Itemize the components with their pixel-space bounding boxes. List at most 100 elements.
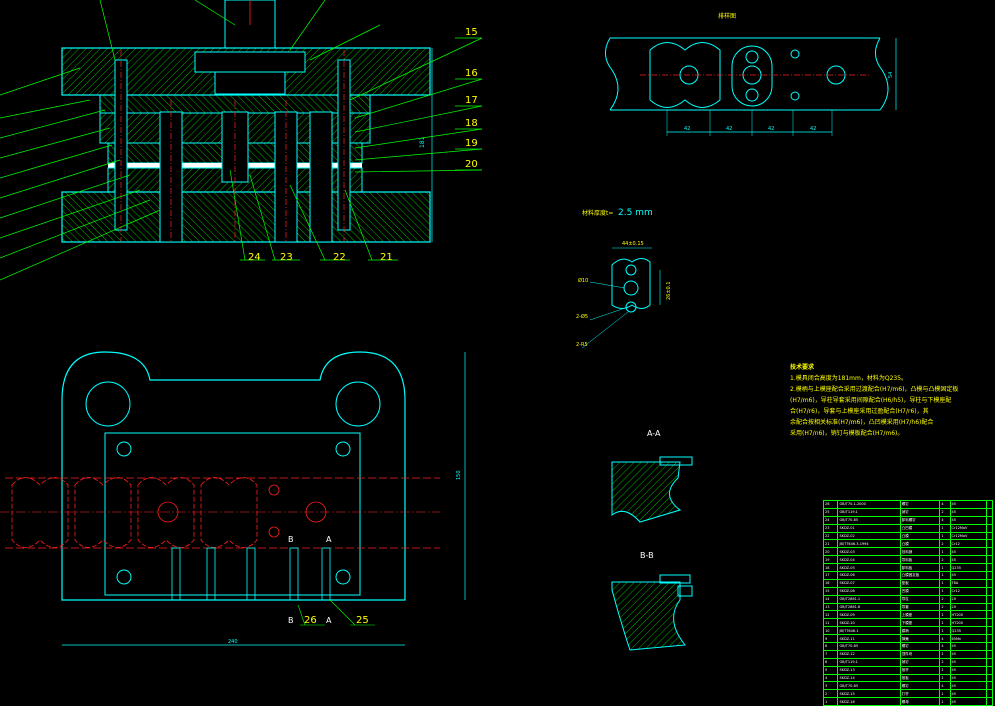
bom-cell: GB/T119.1 [837,507,901,517]
bom-cell: 垫板 [899,578,941,588]
bom-cell: 1 [939,618,951,628]
bom-cell [986,657,993,667]
bom-cell: 1 [939,563,951,573]
thickness-label: 材料厚度t= [582,209,613,217]
bom-cell: 45 [949,571,988,580]
bom-cell: SKDZ-04 [837,555,901,565]
part-number-24: 24 [248,252,261,263]
bom-cell: SKDZ-14 [837,673,901,683]
tech-note-line: 余配合按相关标准(H7/m6)，凸凹模采用(H7/h6)配合 [790,419,934,426]
bom-cell: 25 [822,507,839,517]
bom-cell: 卸料板 [899,563,941,573]
bom-cell: 22 [822,531,839,541]
bom-cell [986,697,993,706]
bom-cell: 4 [939,634,951,644]
part-dim-side: 26±0.1 [666,281,672,300]
part-number-19: 19 [465,138,478,149]
bom-cell: SKDZ-15 [837,689,901,699]
plan-width-dim: 240 [228,639,238,645]
bom-cell [986,555,993,565]
section-bb-view: B-B [611,551,693,651]
bom-cell [986,500,993,509]
part-number-18: 18 [465,118,478,129]
strip-dim-1: 42 [684,126,690,132]
bom-cell: 2 [939,507,951,517]
bom-cell: JB/T7646.3-1994 [837,539,901,549]
bom-cell: 45 [949,681,988,691]
bom-cell: 凸模 [899,539,941,549]
bom-cell: GB/T2861.6 [837,602,901,612]
bom-cell: 1 [939,586,951,596]
tech-notes-title: 技术要求 [790,364,815,371]
bom-cell: Q235 [949,626,988,636]
bom-cell: 上模座 [899,610,941,620]
section-mark-b-bottom: B [288,616,294,625]
bom-cell: 螺母 [899,697,941,706]
bom-cell: 15 [822,586,839,596]
bom-cell: 螺钉 [899,500,941,509]
bom-cell: 凸模 [899,531,941,541]
strip-layout-view: 排样图 42 42 42 42 54 [605,12,897,136]
bom-cell: 13 [822,602,839,612]
bom-cell [986,642,993,651]
bom-cell: 2 [939,602,951,612]
bom-cell [986,626,993,636]
hole-label-3: 2-R5 [576,342,588,348]
bom-cell: 45 [949,500,988,509]
bom-cell: GB/T2861.1 [837,594,901,604]
bom-cell: 45 [949,657,988,667]
bom-cell: 45 [949,515,988,525]
section-mark-a-bottom: A [326,616,332,625]
bom-cell: 4 [822,673,839,683]
bom-cell: 45 [949,673,988,683]
part-number-22: 22 [333,252,346,263]
part-drawing-view: 材料厚度t= 2.5 mm 44±0.15 26±0.1 Ø10 2-Ø5 2-… [576,208,672,349]
tech-note-line: 1.模具闭合高度为181mm，材料为Q235。 [790,375,908,382]
bom-cell: 下模座 [899,618,941,628]
assembly-height-dim: 181 [419,136,426,148]
bom-cell: 1 [939,578,951,588]
bom-cell: 顶件块 [899,649,941,659]
bom-cell [986,523,993,533]
bom-cell: SKDZ-06 [837,571,901,580]
section-bb-label: B-B [640,551,654,560]
bom-cell: 45 [949,697,988,706]
bom-cell: 推板 [899,673,941,683]
bom-cell [986,507,993,517]
bom-cell: Cr12MoV [949,531,988,541]
bom-cell: 19 [822,555,839,565]
bom-cell: SKDZ-08 [837,586,901,596]
hole-label-2: 2-Ø5 [576,313,588,320]
bom-cell: 45 [949,642,988,651]
bom-cell: SKDZ-01 [837,523,901,533]
bom-cell: 1 [939,626,951,636]
bom-cell [986,515,993,525]
bom-cell: 12 [822,610,839,620]
bom-cell: 7 [822,649,839,659]
strip-dim-2: 42 [726,126,732,132]
tech-note-line: 合(H7/r6)，导套与上模座采用过盈配合(H7/r6)，其 [790,408,929,415]
bom-cell: 4 [939,500,951,509]
bom-cell [986,539,993,549]
part-number-17: 17 [465,95,478,106]
bom-cell: Cr12 [949,586,988,596]
bom-cell: 导柱 [899,594,941,604]
bom-cell [986,673,993,683]
bom-cell: 11 [822,618,839,628]
part-number-26: 26 [304,615,317,626]
bom-cell: 2 [939,657,951,667]
bom-cell: GB/T70-85 [837,681,901,691]
bom-cell: 2 [939,594,951,604]
hole-label-1: Ø10 [578,277,588,284]
bom-cell: SKDZ-05 [837,563,901,573]
bom-cell: GB/T70-85 [837,515,901,525]
bom-cell: 弹簧 [899,634,941,644]
bom-cell: SKDZ-16 [837,697,901,706]
